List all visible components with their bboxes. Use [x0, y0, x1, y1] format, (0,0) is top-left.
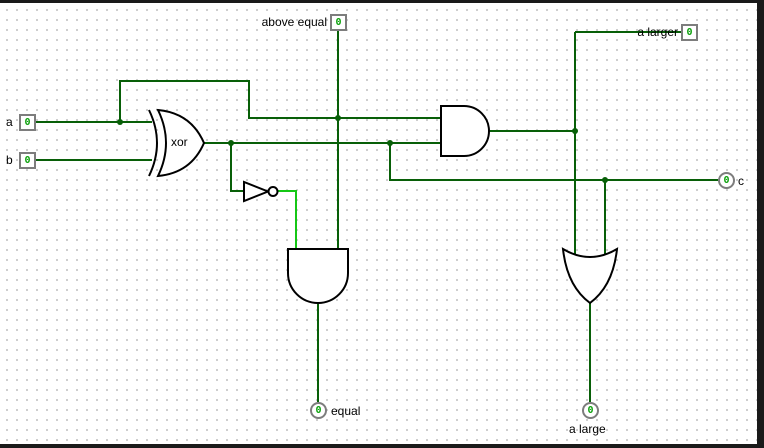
output-pin-a-large[interactable]: 0 [582, 402, 599, 419]
input-pin-b[interactable]: 0 [19, 152, 36, 169]
pin-above-equal-label: above equal [261, 15, 327, 29]
junction-dot [572, 128, 578, 134]
not-gate[interactable] [243, 180, 271, 203]
pin-c-label: c [738, 174, 744, 188]
or-gate[interactable] [561, 247, 619, 305]
junction-dot [387, 140, 393, 146]
pin-b-label: b [6, 153, 13, 167]
junction-dot [602, 177, 608, 183]
circuit-drawing [36, 31, 718, 402]
circuit-canvas[interactable]: xor a 0 b 0 above equal 0 a larger 0 0 c… [0, 3, 757, 444]
junction-dot [228, 140, 234, 146]
and-gate-bottom[interactable] [287, 248, 349, 304]
pin-equal-label: equal [331, 404, 361, 418]
output-pin-equal[interactable]: 0 [310, 402, 327, 419]
xor-gate-label: xor [171, 135, 188, 149]
xor-gate[interactable] [156, 108, 206, 178]
junction-dot [335, 115, 341, 121]
pin-a-larger-label: a larger [637, 25, 678, 39]
pin-a-large-label: a large [569, 422, 606, 436]
and-gate-top[interactable] [440, 105, 490, 157]
output-pin-a-larger[interactable]: 0 [681, 24, 698, 41]
not-gate-bubble[interactable] [267, 186, 279, 197]
wire-not-output[interactable] [277, 190, 297, 251]
wire-a-branch-to-and[interactable] [119, 80, 441, 122]
wire-xor-to-c[interactable] [389, 143, 718, 181]
input-pin-a[interactable]: 0 [19, 114, 36, 131]
junction-dot [117, 119, 123, 125]
wire-xor-to-not[interactable] [230, 143, 244, 192]
pin-a-label: a [6, 115, 13, 129]
output-pin-c[interactable]: 0 [718, 172, 735, 189]
xor-gate-back-arc[interactable] [148, 109, 158, 177]
output-pin-above-equal[interactable]: 0 [330, 14, 347, 31]
